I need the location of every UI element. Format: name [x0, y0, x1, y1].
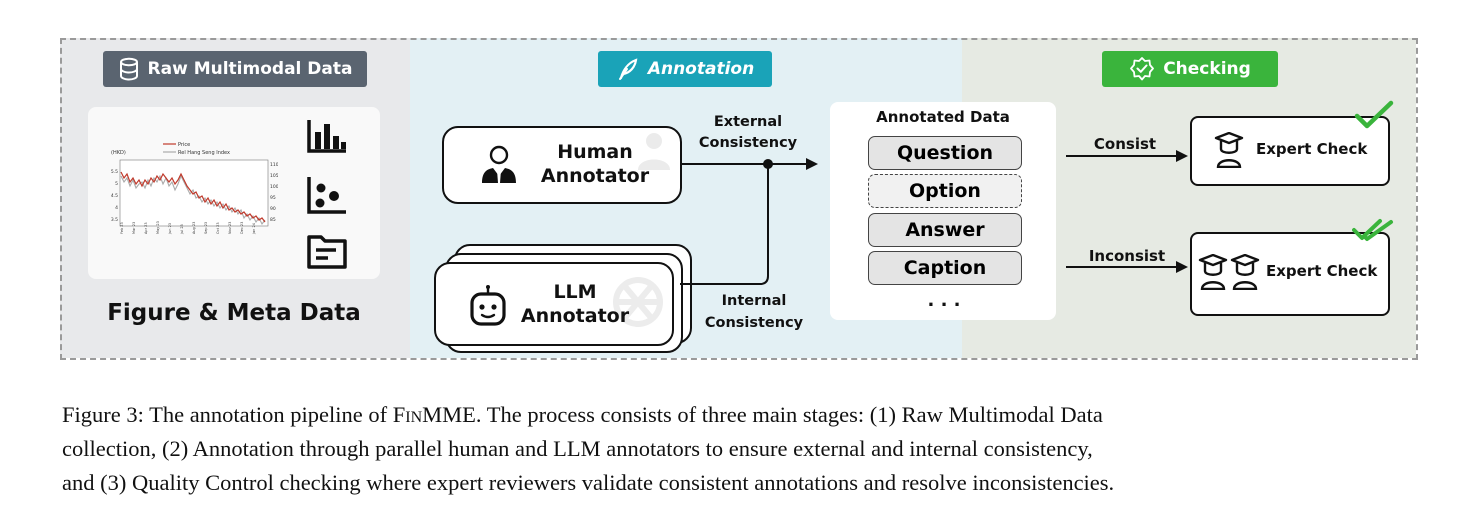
- check-arrows: [1066, 150, 1188, 273]
- database-icon: [119, 57, 138, 81]
- x-tick: Aug 23: [192, 222, 196, 234]
- caption-prefix: Figure 3: The annotation pipeline of: [62, 402, 393, 427]
- llm-annotator-box: [434, 262, 674, 346]
- raw-data-label-text: Raw Multimodal Data: [147, 59, 353, 79]
- annotated-item-caption: Caption: [868, 251, 1022, 285]
- consistency-connectors: [680, 158, 818, 285]
- diagram-frame: [60, 38, 1418, 360]
- annotated-item-question: Question: [868, 136, 1022, 170]
- annotated-ellipsis: . . .: [927, 290, 961, 311]
- left-tick: 5.5: [111, 169, 118, 175]
- llm-annotator-line2: Annotator: [520, 305, 630, 327]
- x-tick: Jun 23: [168, 223, 172, 235]
- annotated-data-card: [830, 102, 1056, 320]
- annotated-item-option: Option: [868, 174, 1022, 208]
- checking-stage-label: Checking: [1102, 51, 1278, 87]
- annotation-stage-label: Annotation: [598, 51, 772, 87]
- robot-icon: [470, 285, 506, 326]
- x-tick: Jul 23: [180, 224, 184, 235]
- left-tick: 3.5: [111, 217, 118, 223]
- legend-index: Rel Hang Seng Index: [178, 150, 230, 156]
- figure-caption: Figure 3: The annotation pipeline of Fin…: [62, 398, 1418, 500]
- expert-check-single-label: Expert Check: [1256, 140, 1368, 158]
- caption-line-2: collection, (2) Annotation through paral…: [62, 436, 1093, 461]
- caption-line-3: and (3) Quality Control checking where e…: [62, 470, 1115, 495]
- consist-label: Consist: [1093, 135, 1157, 153]
- bar-chart-icon: [307, 120, 346, 153]
- external-line1: External: [713, 114, 783, 130]
- human-annotator-line1: Human: [557, 141, 633, 163]
- human-annotator-label: Human Annotator: [540, 140, 650, 188]
- llm-annotator-label: LLM Annotator: [520, 280, 630, 328]
- checking-label-text: Checking: [1163, 59, 1251, 79]
- expert-check-double-label: Expert Check: [1266, 262, 1378, 280]
- external-consistency-label: External Consistency: [696, 112, 800, 154]
- human-user-icon: [482, 145, 516, 183]
- x-tick: May 23: [156, 221, 160, 234]
- raw-data-stage-label: Raw Multimodal Data: [103, 51, 367, 87]
- expert-check-double-box: [1190, 232, 1390, 316]
- left-tick: 4: [115, 205, 118, 211]
- person-watermark-icon: [638, 133, 670, 170]
- right-tick: 100: [270, 184, 278, 190]
- folder-document-icon: [307, 235, 347, 269]
- x-tick: Dec 23: [240, 222, 244, 234]
- x-tick: Feb 23: [120, 222, 124, 234]
- llm-annotator-line1: LLM: [553, 281, 597, 303]
- scatter-plot-icon: [307, 177, 346, 214]
- right-tick: 95: [270, 195, 276, 201]
- legend-price: Price: [178, 142, 190, 148]
- double-checkmark-icon: [1352, 219, 1393, 241]
- caption-benchmark-name: FinMME: [392, 402, 476, 427]
- annotated-data-title: Annotated Data: [876, 108, 1010, 126]
- price-chart-thumbnail: (HKD) Price Rel Hang Seng Index 5.5 5 4.…: [111, 142, 278, 235]
- chart-unit-label: (HKD): [111, 150, 126, 156]
- figure-meta-caption: Figure & Meta Data: [107, 300, 361, 326]
- inconsist-label: Inconsist: [1088, 247, 1166, 265]
- internal-line2: Consistency: [704, 315, 804, 331]
- graduate-icon: [1230, 254, 1260, 290]
- internal-line1: Internal: [721, 293, 787, 309]
- right-tick: 85: [270, 217, 276, 223]
- x-tick: Oct 23: [216, 222, 220, 234]
- right-tick: 105: [270, 173, 278, 179]
- x-tick: Jan 24: [252, 222, 256, 235]
- left-tick: 4.5: [111, 193, 118, 199]
- index-series-line: [120, 174, 266, 226]
- caption-line1-rest: . The process consists of three main sta…: [475, 402, 1103, 427]
- price-series-line: [120, 171, 266, 223]
- openai-watermark-icon: [613, 277, 663, 327]
- annotation-label-text: Annotation: [647, 59, 755, 79]
- caption-line-1: Figure 3: The annotation pipeline of Fin…: [62, 398, 1418, 432]
- x-tick: Mar 23: [132, 222, 136, 234]
- x-tick: Nov 23: [228, 222, 232, 234]
- feather-icon: [618, 58, 638, 80]
- checkmark-icon: [1354, 100, 1394, 129]
- graduate-icon: [1214, 132, 1244, 168]
- external-line2: Consistency: [698, 135, 798, 151]
- x-tick: Apr 23: [144, 222, 148, 234]
- x-tick: Sep 23: [204, 222, 208, 234]
- internal-consistency-label: Internal Consistency: [702, 290, 806, 334]
- right-tick: 110: [270, 162, 278, 168]
- right-tick: 90: [270, 206, 276, 212]
- graduate-icon: [1198, 254, 1228, 290]
- annotated-item-answer: Answer: [868, 213, 1022, 247]
- badge-check-icon: [1130, 57, 1155, 81]
- left-tick: 5: [115, 181, 118, 187]
- human-annotator-line2: Annotator: [540, 165, 650, 187]
